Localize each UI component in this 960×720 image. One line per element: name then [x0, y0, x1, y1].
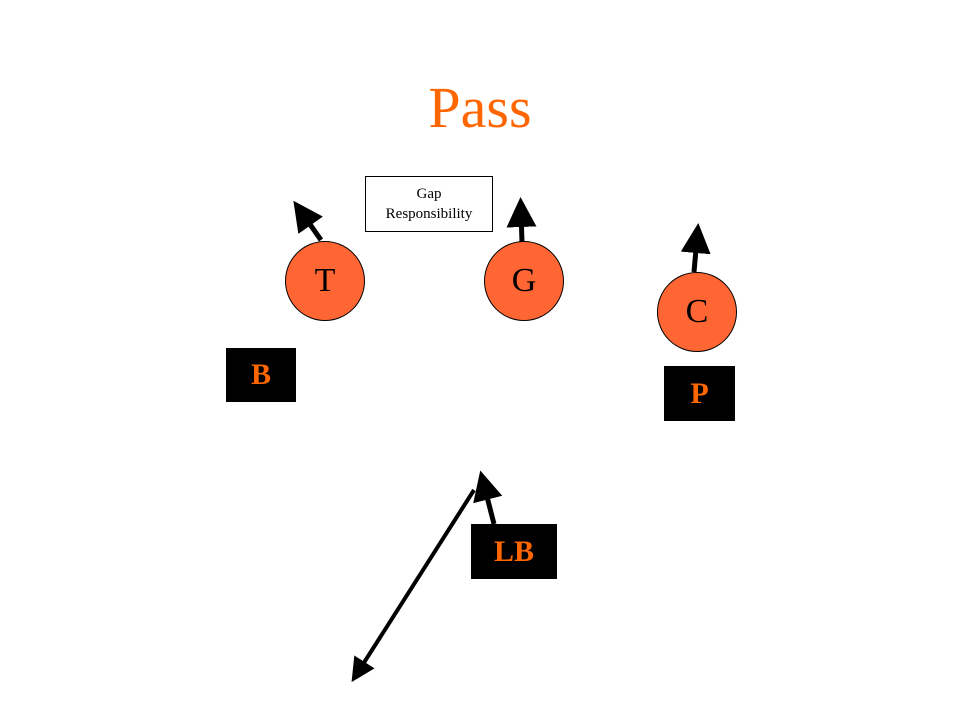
center-arrow: [680, 223, 711, 273]
slide-title: Pass: [428, 75, 532, 140]
b-box: B: [226, 348, 296, 402]
guard-circle: G: [484, 241, 564, 321]
center-circle: C: [657, 272, 737, 352]
tackle-circle: T: [285, 241, 365, 321]
tackle-arrow: [293, 200, 324, 242]
guard-label: G: [511, 262, 537, 299]
center-label: C: [685, 293, 709, 330]
b-label: B: [250, 358, 271, 391]
pass-route-arrow: [351, 488, 476, 683]
p-box: P: [664, 366, 735, 421]
linebacker-box: LB: [471, 524, 557, 579]
guard-arrow: [506, 197, 537, 243]
tackle-label: T: [314, 262, 336, 299]
p-label: P: [690, 376, 709, 410]
linebacker-label: LB: [493, 534, 535, 568]
linebacker-arrow: [473, 470, 503, 525]
gap-responsibility-label: Gap Responsibility: [365, 176, 493, 232]
